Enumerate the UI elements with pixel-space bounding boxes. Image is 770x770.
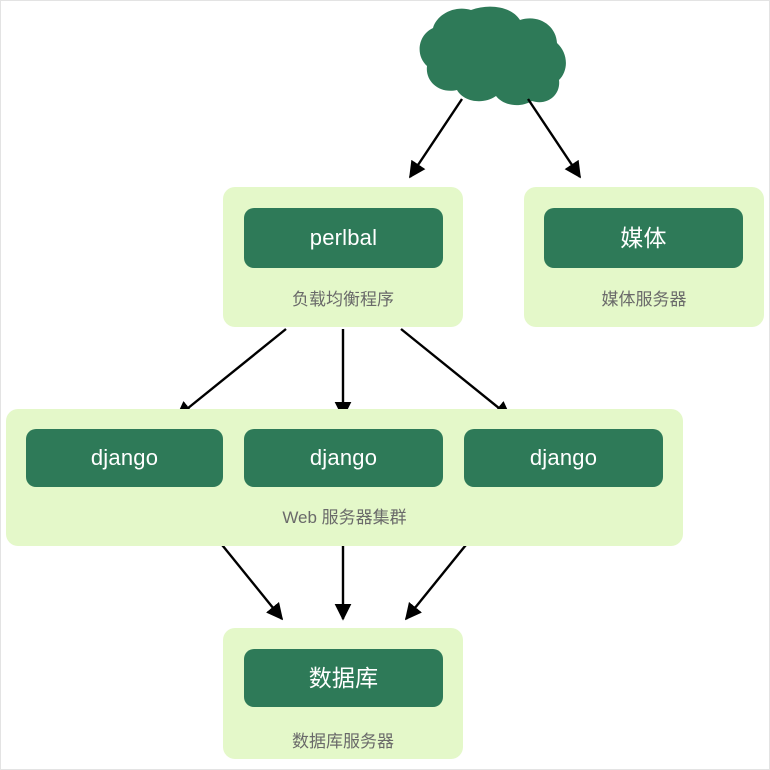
internet-cloud-icon <box>419 6 566 106</box>
node-media[interactable]: 媒体 <box>544 208 743 268</box>
group-label-media: 媒体服务器 <box>601 290 687 309</box>
node-django-1[interactable]: django <box>26 429 223 487</box>
edge-cloud-to-media <box>527 98 581 179</box>
edge-loadbalancer-to-django-1 <box>175 328 287 419</box>
node-django-2[interactable]: django <box>244 429 443 487</box>
group-label-database: 数据库服务器 <box>292 732 394 751</box>
node-django-3[interactable]: django <box>464 429 663 487</box>
node-database[interactable]: 数据库 <box>244 649 443 707</box>
edge-cloud-to-loadbalancer <box>409 98 463 179</box>
group-label-load-balancer: 负载均衡程序 <box>292 290 394 309</box>
edge-loadbalancer-to-django-3 <box>400 328 512 419</box>
group-label-web-cluster: Web 服务器集群 <box>282 508 407 527</box>
node-perlbal[interactable]: perlbal <box>244 208 443 268</box>
